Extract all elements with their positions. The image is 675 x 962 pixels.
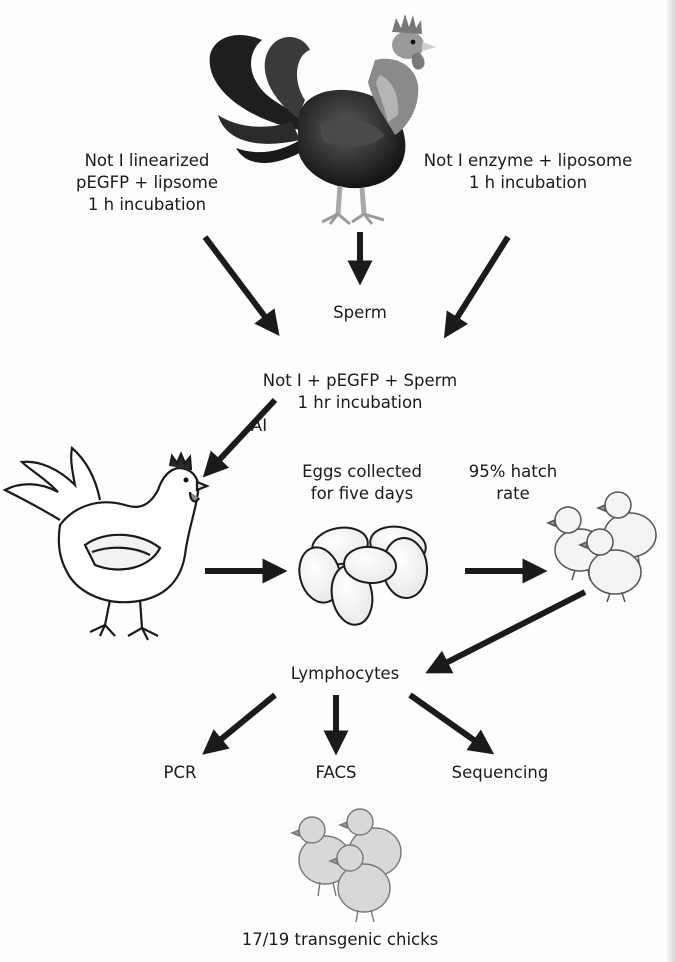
- arrow-left-to-mix: [202, 235, 280, 337]
- eggs-line-1: Eggs collected: [302, 462, 422, 481]
- arrow-right-to-mix: [443, 235, 511, 339]
- transgenic-chicks-icon: [290, 808, 402, 923]
- ai-label: AI: [250, 416, 268, 435]
- top-left-label: Not I linearized pEGFP + lipsome 1 h inc…: [52, 150, 242, 216]
- mix-line-1: Not I + pEGFP + Sperm: [262, 371, 458, 390]
- top-right-line-1: Not I enzyme + liposome: [423, 151, 633, 170]
- eggs-icon: [298, 525, 429, 626]
- top-left-line-1: Not I linearized: [84, 151, 210, 170]
- top-left-line-3: 1 h incubation: [87, 195, 207, 214]
- arrow-chicks-to-lymphocytes: [425, 589, 587, 674]
- top-right-line-2: 1 h incubation: [468, 173, 588, 192]
- mix-line-2: 1 hr incubation: [297, 393, 423, 412]
- pcr-label: PCR: [163, 763, 197, 782]
- hatch-line-1: 95% hatch: [468, 462, 558, 481]
- eggs-line-2: for five days: [310, 484, 414, 503]
- arrow-ai-to-hen: [202, 397, 278, 478]
- rooster-icon: [209, 14, 436, 226]
- mix-label: Not I + pEGFP + Sperm 1 hr incubation: [225, 370, 495, 414]
- hatch-label: 95% hatch rate: [448, 461, 578, 505]
- hen-icon: [2, 445, 210, 641]
- result-label: 17/19 transgenic chicks: [241, 930, 439, 949]
- arrows: [202, 232, 587, 756]
- hatch-line-2: rate: [496, 484, 530, 503]
- arrow-to-sequencing: [408, 692, 495, 755]
- lymphocytes-label: Lymphocytes: [290, 664, 400, 683]
- chicks-icon: [546, 491, 657, 603]
- sperm-label: Sperm: [333, 303, 387, 322]
- facs-label: FACS: [315, 763, 357, 782]
- sequencing-label: Sequencing: [451, 763, 549, 782]
- eggs-label: Eggs collected for five days: [272, 461, 452, 505]
- top-right-label: Not I enzyme + liposome 1 h incubation: [398, 150, 658, 194]
- arrow-to-pcr: [202, 692, 277, 755]
- top-left-line-2: pEGFP + lipsome: [76, 173, 218, 192]
